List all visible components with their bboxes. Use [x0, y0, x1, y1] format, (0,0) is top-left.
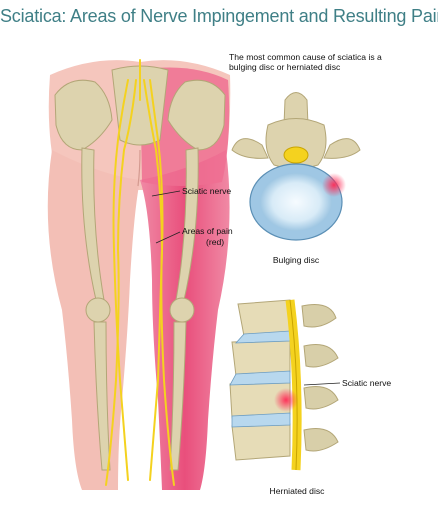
herniated-disc-diagram [229, 299, 339, 471]
bulging-disc-label: Bulging disc [272, 255, 320, 265]
areas-of-pain-label: Areas of pain [182, 226, 233, 236]
pelvis-bones [54, 65, 226, 471]
bulging-disc-diagram [231, 92, 361, 241]
sciatic-nerve-lines [105, 59, 175, 486]
areas-of-pain-sublabel: (red) [206, 237, 225, 247]
cause-note: The most common cause of sciatica is a b… [229, 52, 382, 72]
sciatic-nerve-label: Sciatic nerve [182, 186, 232, 196]
page-title: Sciatica: Areas of Nerve Impingement and… [0, 6, 438, 26]
herniated-disc-label: Herniated disc [269, 486, 325, 496]
sciatic-nerve-label-2: Sciatic nerve [342, 378, 392, 388]
